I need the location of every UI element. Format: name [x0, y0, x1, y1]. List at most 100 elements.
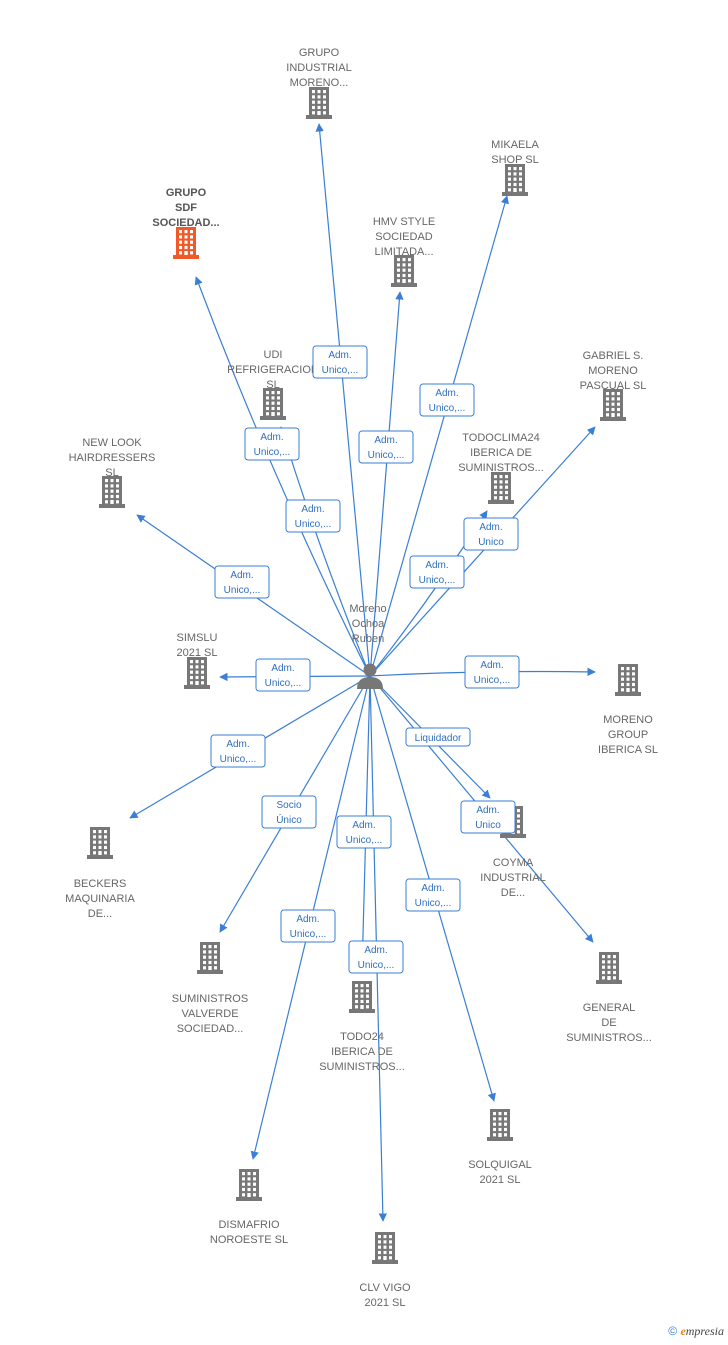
node-label-line: IBERICA SL — [598, 744, 658, 756]
node-label-line: GROUP — [608, 729, 648, 741]
company-node-suministros-valverde[interactable]: SUMINISTROSVALVERDESOCIEDAD... — [172, 942, 248, 1035]
edge-label-text: Unico,... — [368, 450, 405, 461]
edge-label-text: Unico,... — [419, 575, 456, 586]
edge-label-box — [405, 878, 461, 912]
edge-label-text: Adm. — [328, 350, 351, 361]
edge-label-box — [210, 734, 266, 768]
edge-label-box — [214, 565, 270, 599]
edge-label-coyma[interactable]: Liquidador — [405, 727, 471, 747]
edge-label-text: Único — [276, 813, 302, 826]
node-label-line: GENERAL — [583, 1002, 636, 1014]
building-icon — [391, 255, 417, 287]
edge-label-general-suministros[interactable]: Adm. Unico — [460, 800, 516, 834]
company-node-moreno-group[interactable]: MORENO GROUP IBERICA SL — [598, 664, 658, 756]
node-label-line: SL — [105, 467, 118, 479]
company-node-grupo-industrial-moreno[interactable]: GRUPOINDUSTRIALMORENO... — [286, 47, 352, 119]
node-label-line: SIMSLU — [177, 632, 218, 644]
edge-label-text: Adm. — [476, 805, 499, 816]
company-node-mikaela-shop[interactable]: MIKAELA SHOP SL — [491, 139, 540, 196]
edge-label-moreno-group[interactable]: Adm.Unico,... — [464, 655, 520, 689]
edge-label-box — [244, 427, 300, 461]
building-icon — [372, 1232, 398, 1264]
node-label-line: MORENO — [603, 714, 653, 726]
node-label-line: 2021 SL — [177, 647, 218, 659]
node-label-line: SHOP SL — [491, 154, 539, 166]
edge-label-text: Liquidador — [415, 733, 462, 744]
edge-label-box — [261, 795, 317, 829]
node-label-line: BECKERS — [74, 878, 127, 890]
edge-label-text: Adm. — [301, 504, 324, 515]
node-label-line: MORENO... — [290, 77, 349, 89]
node-label-line: DE — [601, 1017, 616, 1029]
edge-label-text: Socio — [276, 800, 301, 811]
node-label-line: MAQUINARIA — [65, 893, 135, 905]
edge-label-text: Adm. — [230, 570, 253, 581]
edge-label-box — [285, 499, 341, 533]
node-label-line: SDF — [175, 202, 197, 214]
node-label-line: INDUSTRIAL — [286, 62, 351, 74]
node-label-line: SOCIEDAD... — [152, 217, 219, 229]
edge-label-grupo-sdf[interactable]: Adm.Unico,... — [285, 499, 341, 533]
building-icon — [260, 388, 286, 420]
building-icon — [488, 472, 514, 504]
building-icon — [236, 1169, 262, 1201]
building-icon — [600, 389, 626, 421]
node-label-line: MORENO — [588, 365, 638, 377]
edge-label-todoclima24[interactable]: Adm. Unico,... — [409, 555, 465, 589]
edge-label-text: Unico,... — [429, 403, 466, 414]
edge-label-text: Unico,... — [358, 960, 395, 971]
edge-label-mikaela-shop[interactable]: Adm.Unico,... — [419, 383, 475, 417]
company-node-hmv-style[interactable]: HMV STYLESOCIEDADLIMITADA... — [373, 216, 435, 287]
edge-label-gabriel-moreno[interactable]: Adm.Unico — [463, 517, 519, 551]
edge-label-beckers[interactable]: Adm.Unico,... — [210, 734, 266, 768]
edge-label-box — [336, 815, 392, 849]
edge-label-clv-vigo[interactable]: Adm.Unico,... — [348, 940, 404, 974]
person-name-line: Ruben — [352, 633, 384, 645]
edge-label-hmv-style[interactable]: Adm.Unico,... — [358, 430, 414, 464]
company-node-general-suministros[interactable]: GENERALDESUMINISTROS... — [566, 952, 652, 1044]
building-icon — [615, 664, 641, 696]
node-label-line: SUMINISTROS — [172, 993, 248, 1005]
edge-label-text: Adm. — [421, 883, 444, 894]
edge-label-box — [460, 800, 516, 834]
edge-label-text: Unico,... — [322, 365, 359, 376]
node-label-line: GRUPO — [166, 187, 207, 199]
edge-label-text: Adm. — [260, 432, 283, 443]
edge-label-new-look[interactable]: Adm.Unico,... — [214, 565, 270, 599]
building-icon — [197, 942, 223, 974]
edge-label-todo24[interactable]: Adm.Unico,... — [336, 815, 392, 849]
edge-label-simslu[interactable]: Adm.Unico,... — [255, 658, 311, 692]
edge-line-grupo-industrial-moreno — [315, 123, 371, 677]
edge-label-solquigal[interactable]: Adm.Unico,... — [405, 878, 461, 912]
edge-label-udi-refrigeracion[interactable]: Adm.Unico,... — [244, 427, 300, 461]
edge-label-text: Unico — [475, 820, 501, 831]
edge-label-box — [312, 345, 368, 379]
node-label-line: HMV STYLE — [373, 216, 435, 228]
brand-logo: empresia — [680, 1324, 724, 1338]
node-label-line: SL — [266, 379, 279, 391]
edge-label-grupo-industrial-moreno[interactable]: Adm. Unico,... — [312, 345, 368, 379]
edge-label-text: Adm. — [425, 560, 448, 571]
node-label-line: DE... — [88, 908, 112, 920]
node-label-line: MIKAELA — [491, 139, 539, 151]
company-node-grupo-sdf[interactable]: GRUPO SDF SOCIEDAD... — [152, 187, 220, 259]
company-node-beckers[interactable]: BECKERS MAQUINARIA DE... — [65, 827, 135, 920]
edge-label-text: Adm. — [226, 739, 249, 750]
building-icon — [349, 981, 375, 1013]
building-icon — [173, 227, 199, 259]
node-label-line: GABRIEL S. — [583, 350, 644, 362]
company-node-simslu[interactable]: SIMSLU 2021 SL — [177, 632, 218, 689]
person-name-line: Moreno — [349, 603, 386, 615]
node-label-line: DISMAFRIO — [218, 1219, 280, 1231]
edge-label-dismafrio[interactable]: Adm.Unico,... — [280, 909, 336, 943]
